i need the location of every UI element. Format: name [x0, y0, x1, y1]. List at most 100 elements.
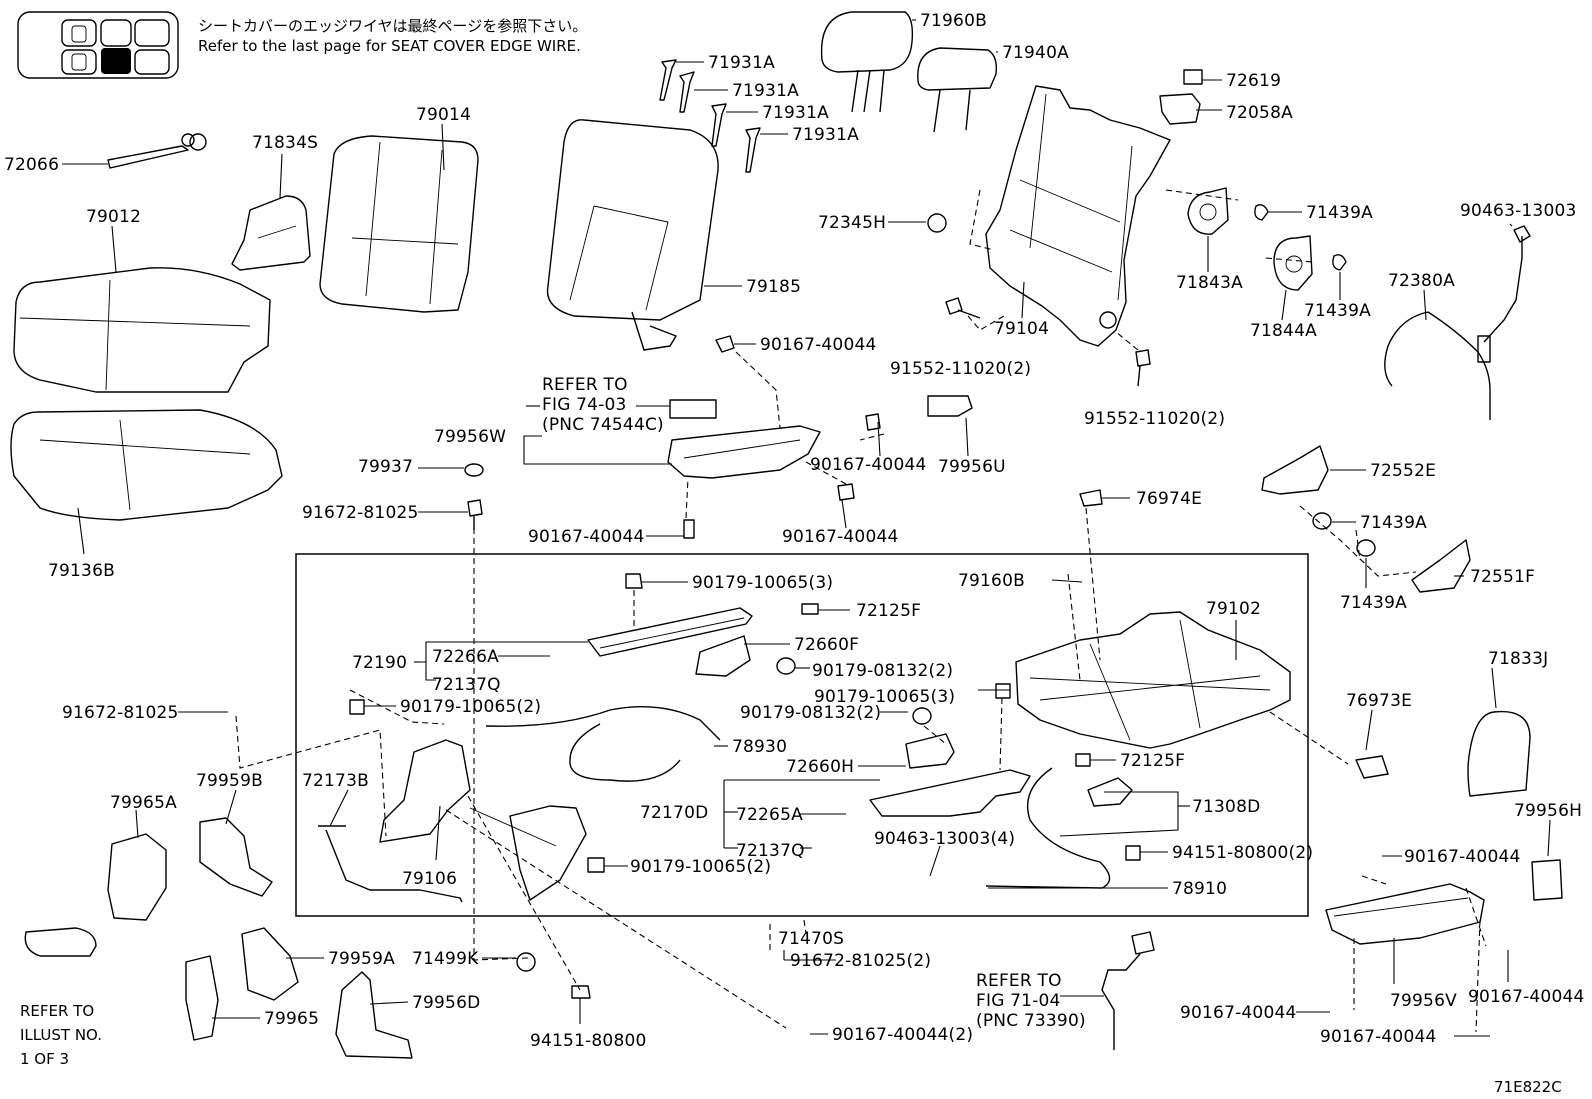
cover-79965a	[107, 833, 167, 921]
label-79965: 79965	[264, 1009, 319, 1029]
label-79012: 79012	[86, 207, 141, 227]
edge-wire-note-en: Refer to the last page for SEAT COVER ED…	[198, 37, 581, 55]
label-90167-e: 90167-40044	[1404, 847, 1521, 867]
label-71843a: 71843A	[1176, 273, 1243, 293]
label-90179-10065-3a: 90179-10065(3)	[692, 573, 833, 593]
cover-79959b	[199, 817, 273, 897]
clip-72619	[1183, 69, 1203, 85]
label-79937: 79937	[358, 457, 413, 477]
dashed-lines	[235, 189, 1487, 1033]
svg-text:FIG 71-04: FIG 71-04	[976, 991, 1061, 1011]
seat-position-icon	[17, 11, 179, 79]
label-71931a-2: 71931A	[732, 81, 799, 101]
cable-78930	[485, 706, 721, 782]
label-71960b: 71960B	[920, 11, 987, 31]
label-78930: 78930	[732, 737, 787, 757]
label-72380a: 72380A	[1388, 271, 1455, 291]
label-90167-d: 90167-40044	[782, 527, 899, 547]
label-72137q-b: 72137Q	[736, 841, 805, 861]
grommet-71499k	[516, 952, 536, 972]
bolts-90167-upper	[467, 335, 881, 539]
bracket-72551f	[1411, 539, 1471, 593]
track-lower	[869, 769, 1031, 817]
label-72660h: 72660H	[786, 757, 854, 777]
label-71439a-1: 71439A	[1306, 203, 1373, 223]
ref-fig-71-04: REFER TO FIG 71-04 (PNC 73390)	[976, 971, 1086, 1031]
label-90463-13003-4: 90463-13003(4)	[874, 829, 1015, 849]
label-90179-10065-2b: 90179-10065(2)	[630, 857, 771, 877]
nut-94151	[571, 985, 591, 999]
bracket-71308d	[1087, 777, 1133, 807]
cover-71833j	[1467, 710, 1531, 797]
rod-72173b	[318, 825, 463, 903]
label-71931a-4: 71931A	[792, 125, 859, 145]
label-72125f-b: 72125F	[1120, 751, 1185, 771]
label-72058a: 72058A	[1226, 103, 1293, 123]
label-72551f: 72551F	[1470, 567, 1535, 587]
label-94151-80800-2: 94151-80800(2)	[1172, 843, 1313, 863]
label-79956h: 79956H	[1514, 801, 1582, 821]
cap-79937	[464, 463, 484, 477]
label-72125f-a: 72125F	[856, 601, 921, 621]
label-71833j: 71833J	[1488, 649, 1548, 669]
label-71439a-4: 71439A	[1340, 593, 1407, 613]
label-94151-80800: 94151-80800	[530, 1031, 647, 1051]
seatback-pad-79185	[546, 119, 719, 351]
label-79136b: 79136B	[48, 561, 115, 581]
harness-fig71-04	[1101, 931, 1155, 1050]
seat-frame-79102	[1015, 611, 1291, 749]
svg-text:1 OF 3: 1 OF 3	[20, 1050, 69, 1068]
seatback-frame-79104	[985, 85, 1171, 347]
label-79102: 79102	[1206, 599, 1261, 619]
label-79956v: 79956V	[1390, 991, 1457, 1011]
clip-76973e	[1355, 755, 1389, 779]
label-79956u: 79956U	[938, 457, 1006, 477]
svg-text:(PNC 74544C): (PNC 74544C)	[542, 415, 664, 435]
svg-text:ILLUST NO.: ILLUST NO.	[20, 1026, 102, 1044]
label-72266a: 72266A	[432, 647, 499, 667]
label-72345h: 72345H	[818, 213, 886, 233]
label-90179-10065-3b: 90179-10065(3)	[814, 687, 955, 707]
armrest-ref	[24, 927, 97, 957]
label-91672-81025-2: 91672-81025(2)	[790, 951, 931, 971]
svg-text:REFER TO: REFER TO	[20, 1002, 94, 1020]
track-upper	[587, 607, 753, 657]
part-labels: 71960B 71940A 71931A 71931A 71931A 71931…	[4, 11, 1584, 1051]
label-90167-g: 90167-40044	[1180, 1003, 1297, 1023]
label-71499k: 71499K	[412, 949, 479, 969]
bracket-79956d	[335, 971, 413, 1059]
label-72066: 72066	[4, 155, 59, 175]
label-71931a-3: 71931A	[762, 103, 829, 123]
label-90167-c: 90167-40044	[528, 527, 645, 547]
grommet-72345h	[927, 213, 947, 233]
label-90167-b: 90167-40044	[810, 455, 927, 475]
seatback-cover-79014	[319, 135, 479, 313]
label-72170d: 72170D	[640, 803, 708, 823]
label-79160b: 79160B	[958, 571, 1025, 591]
label-78910: 78910	[1172, 879, 1227, 899]
cushion-pad-79136b	[10, 409, 283, 521]
label-79104: 79104	[994, 319, 1049, 339]
figure-id: 71E822C	[1494, 1078, 1562, 1096]
clip-76974e	[1079, 489, 1103, 507]
strap-72066	[107, 133, 207, 169]
cover-79959a	[241, 927, 299, 1001]
clips-71439a	[1254, 204, 1376, 557]
label-71834s: 71834S	[252, 133, 318, 153]
svg-text:FIG 74-03: FIG 74-03	[542, 395, 627, 415]
bracket-79956w	[667, 399, 821, 479]
label-90167-h: 90167-40044	[1320, 1027, 1437, 1047]
cover-71834s	[231, 195, 311, 271]
cover-79965	[185, 955, 219, 1041]
label-79965a: 79965A	[110, 793, 177, 813]
label-79185: 79185	[746, 277, 801, 297]
bracket-72058a	[1159, 93, 1201, 125]
nuts-track	[349, 573, 1141, 873]
label-72173b: 72173B	[302, 771, 369, 791]
motor-72660h	[905, 733, 955, 769]
headrest-71940a	[917, 47, 998, 133]
svg-text:(PNC 73390): (PNC 73390)	[976, 1011, 1086, 1031]
harness-72380a	[1384, 225, 1531, 420]
label-90167-2: 90167-40044(2)	[832, 1025, 973, 1045]
